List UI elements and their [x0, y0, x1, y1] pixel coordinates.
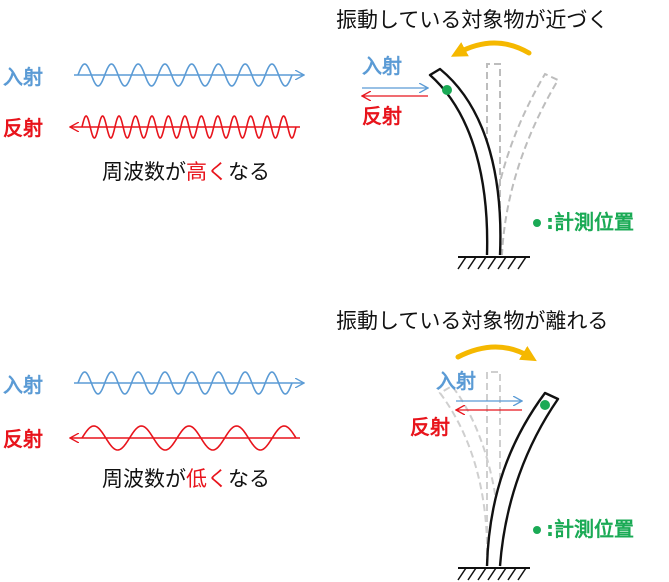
- recede-result-suffix: なる: [228, 467, 270, 491]
- approach-result-prefix: 周波数が: [102, 160, 186, 184]
- recede-vibrating-beam: [485, 391, 560, 567]
- recede-reflected-wave: [81, 425, 297, 451]
- approach-incident-label: 入射: [3, 65, 43, 89]
- recede-beam-reflected-label: 反射: [410, 415, 450, 439]
- approach-reflected-label: 反射: [3, 116, 43, 140]
- approach-result-emph: 高く: [186, 160, 228, 184]
- approach-motion-arrow: [450, 40, 532, 57]
- recede-ghost-upright: [486, 371, 501, 566]
- approach-beam-incident-label: 入射: [362, 54, 402, 78]
- recede-result-emph: 低く: [186, 467, 228, 491]
- panel-approach: 振動している対象物が近づく 入射 反射 周波数が高くなる 入射: [3, 8, 634, 270]
- recede-legend-text: :計測位置: [546, 517, 634, 541]
- approach-title: 振動している対象物が近づく: [336, 8, 608, 32]
- recede-incident-label: 入射: [3, 373, 43, 397]
- approach-measure-point: [442, 85, 452, 95]
- approach-reflected-wave: [81, 115, 297, 139]
- recede-result-text: 周波数が低くなる: [102, 467, 270, 491]
- recede-legend-dot: [533, 526, 541, 534]
- approach-legend-dot: [533, 219, 541, 227]
- approach-result-suffix: なる: [228, 160, 270, 184]
- recede-beam-incident-label: 入射: [436, 369, 476, 393]
- approach-incident-wave: [77, 63, 293, 87]
- recede-motion-arrow: [455, 344, 537, 362]
- panel-recede: 振動している対象物が離れる 入射 反射 周波数が低くなる 入射 反射 :計測位置: [3, 309, 634, 581]
- approach-ghost-upright: [486, 63, 501, 255]
- approach-legend-text: :計測位置: [546, 210, 634, 234]
- approach-vibrating-beam: [428, 67, 502, 256]
- recede-ground: [457, 567, 530, 581]
- approach-beam-reflected-label: 反射: [362, 104, 402, 128]
- recede-reflected-label: 反射: [3, 427, 43, 451]
- recede-title: 振動している対象物が離れる: [336, 309, 608, 333]
- approach-ground: [457, 256, 530, 270]
- approach-result-text: 周波数が高くなる: [102, 160, 270, 184]
- recede-measure-point: [540, 400, 550, 410]
- recede-incident-wave: [77, 371, 293, 395]
- recede-result-prefix: 周波数が: [102, 467, 186, 491]
